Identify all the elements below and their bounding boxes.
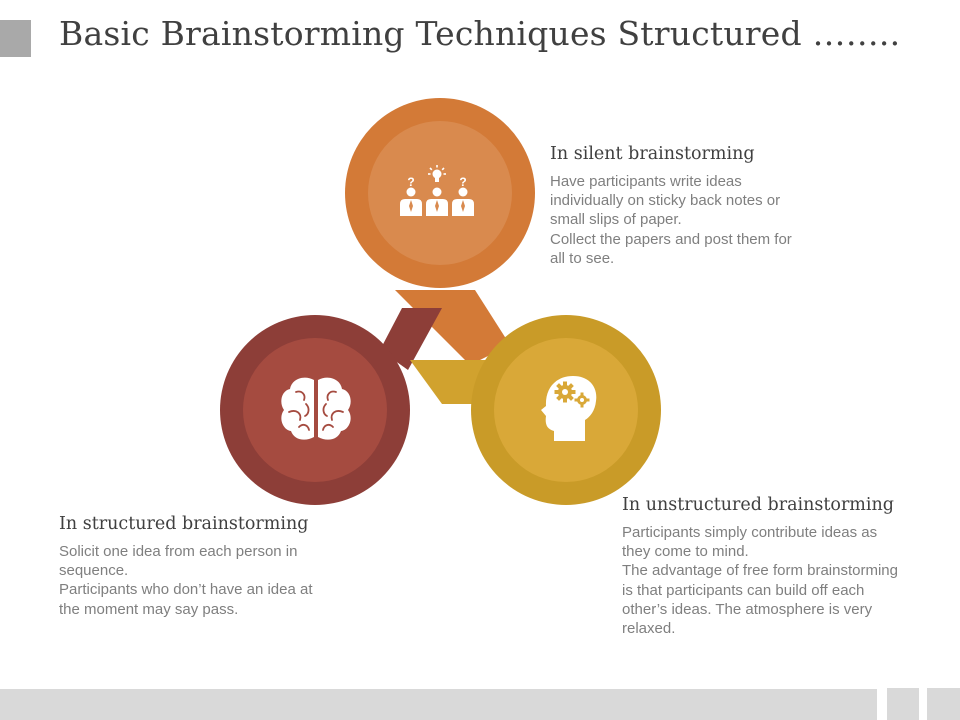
silent-brainstorming-block: In silent brainstorming Have participant… xyxy=(550,144,800,268)
node-unstructured xyxy=(471,315,661,505)
people-ideas-icon: ? ? xyxy=(400,165,474,216)
node-structured-inner-disc xyxy=(243,338,387,482)
unstructured-brainstorming-heading: In unstructured brainstorming xyxy=(622,495,894,515)
footer-square-2 xyxy=(927,688,960,720)
unstructured-brainstorming-text: Participants simply contribute ideas as … xyxy=(622,524,898,638)
structured-brainstorming-heading: In structured brainstorming xyxy=(59,514,309,534)
node-structured xyxy=(220,315,410,505)
silent-brainstorming-heading: In silent brainstorming xyxy=(550,144,755,164)
svg-text:?: ? xyxy=(407,175,414,189)
unstructured-brainstorming-block: In unstructured brainstorming Participan… xyxy=(622,495,902,638)
head-gears-icon xyxy=(541,376,597,441)
arm-silent-to-structured xyxy=(380,308,442,370)
svg-text:?: ? xyxy=(459,175,466,189)
brain-icon xyxy=(281,377,351,440)
node-silent: ? ? xyxy=(345,98,535,288)
page-title: Basic Brainstorming Techniques Structure… xyxy=(59,14,901,53)
title-marker xyxy=(0,20,31,57)
silent-brainstorming-text: Have participants write ideas individual… xyxy=(550,173,792,267)
footer-square-1 xyxy=(887,688,919,720)
structured-brainstorming-block: In structured brainstorming Solicit one … xyxy=(59,514,324,619)
structured-brainstorming-text: Solicit one idea from each person in seq… xyxy=(59,543,313,618)
footer-bar xyxy=(0,689,877,720)
